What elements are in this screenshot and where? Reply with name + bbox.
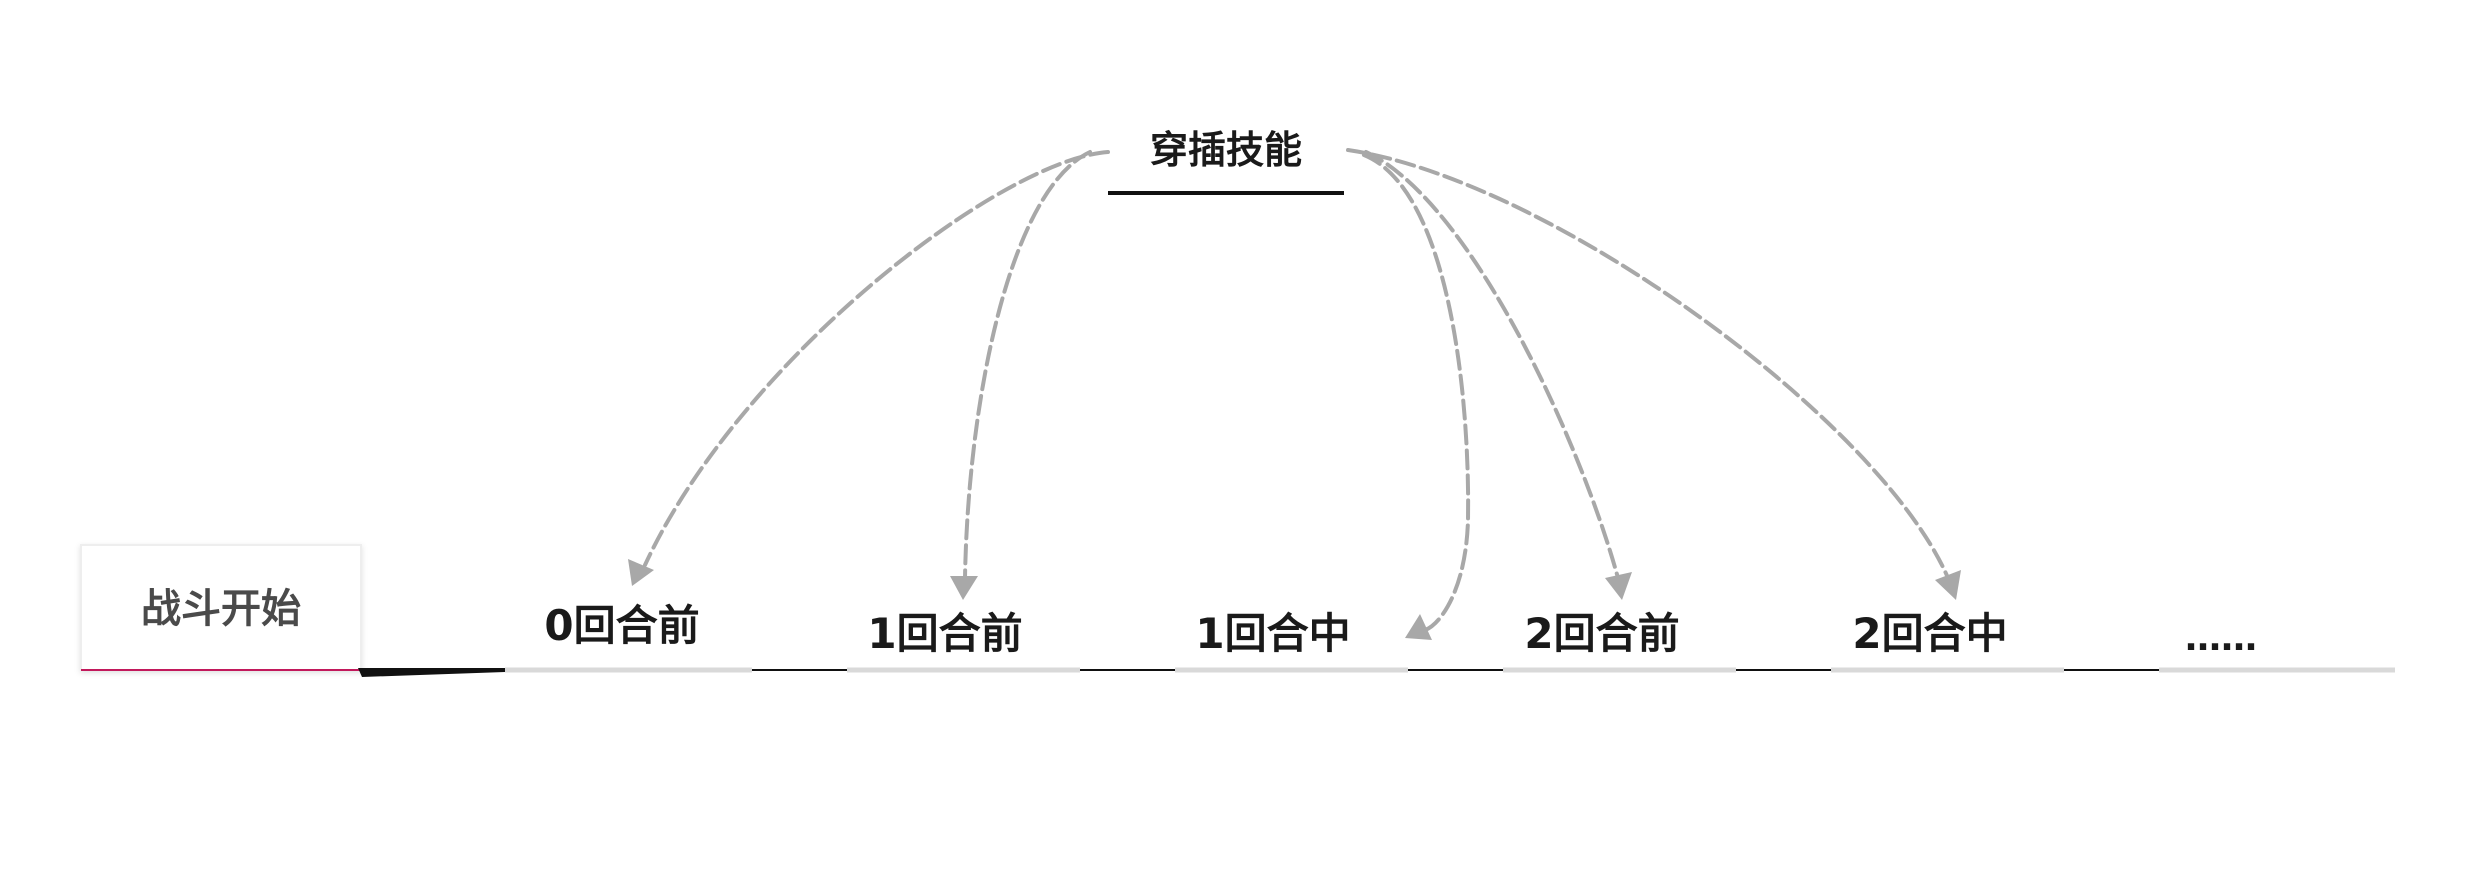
source-node-label: 穿插技能 (1150, 128, 1302, 172)
arrow-head-icon (950, 576, 978, 600)
arrow-head-icon (1405, 614, 1432, 640)
arrow-to-2-during (1346, 148, 1950, 580)
arrow-to-2-before (1364, 150, 1620, 580)
timeline-node-2-label: 1回合中 (1195, 609, 1350, 658)
timeline-node-3-label: 2回合前 (1524, 609, 1679, 658)
start-node-label: 战斗开始 (141, 586, 301, 632)
arrow-to-1-during (1362, 153, 1471, 632)
timeline-node-5-label: …… (2185, 618, 2257, 659)
timeline-node-0-label: 0回合前 (544, 601, 699, 650)
dashed-arrows (628, 148, 1961, 640)
arrow-head-icon (1605, 572, 1632, 600)
start-connector-wedge (358, 668, 505, 677)
timeline-node-1-label: 1回合前 (867, 609, 1022, 658)
arrow-head-icon (628, 559, 654, 586)
source-node: 穿插技能 (1108, 128, 1344, 195)
arrow-head-icon (1935, 570, 1961, 600)
start-node: 战斗开始 (80, 544, 362, 671)
arrow-to-0-before (643, 150, 1110, 567)
timeline-nodes: 0回合前 1回合前 1回合中 2回合前 2回合中 …… (544, 601, 2257, 659)
timeline-node-4-label: 2回合中 (1852, 609, 2007, 658)
arrow-to-1-before (963, 150, 1092, 580)
